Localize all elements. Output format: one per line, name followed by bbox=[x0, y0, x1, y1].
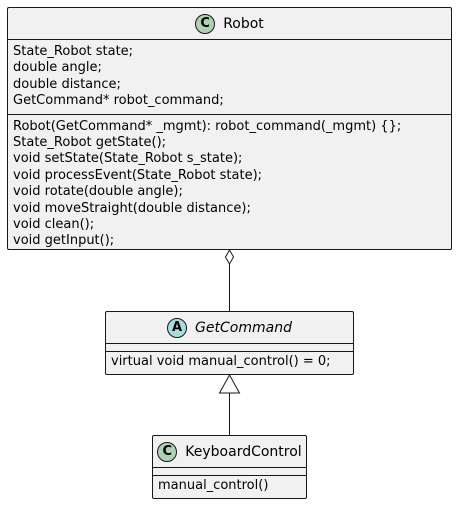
class-getcommand[interactable]: A GetCommand virtual void manual_control… bbox=[105, 311, 354, 375]
inheritance-triangle bbox=[218, 373, 241, 394]
method: void rotate(double angle); bbox=[13, 184, 183, 200]
method: void processEvent(State_Robot state); bbox=[13, 167, 263, 183]
method: void moveStraight(double distance); bbox=[13, 200, 251, 216]
method: State_Robot getState(); bbox=[13, 135, 167, 151]
abstract-stereotype-icon: A bbox=[167, 317, 188, 338]
method: void getInput(); bbox=[13, 233, 115, 249]
class-keyboardcontrol-methods: manual_control() bbox=[153, 475, 306, 497]
attribute: GetCommand* robot_command; bbox=[13, 93, 224, 109]
method: manual_control() bbox=[158, 478, 269, 493]
class-getcommand-attributes bbox=[106, 343, 353, 351]
class-robot-header: C Robot bbox=[8, 8, 451, 39]
class-keyboardcontrol-attributes bbox=[153, 467, 306, 475]
attribute: double distance; bbox=[13, 76, 121, 92]
class-robot-attributes: State_Robot state; double angle; double … bbox=[8, 39, 451, 114]
class-robot[interactable]: C Robot State_Robot state; double angle;… bbox=[7, 7, 452, 250]
attribute: State_Robot state; bbox=[13, 44, 134, 59]
method: void clean(); bbox=[13, 217, 95, 233]
class-getcommand-header: A GetCommand bbox=[106, 312, 353, 343]
class-getcommand-name: GetCommand bbox=[195, 319, 292, 336]
class-keyboardcontrol[interactable]: C KeyboardControl manual_control() bbox=[152, 435, 307, 499]
attribute: double angle; bbox=[13, 60, 102, 76]
method: void setState(State_Robot s_state); bbox=[13, 151, 243, 167]
class-getcommand-methods: virtual void manual_control() = 0; bbox=[106, 351, 353, 373]
class-robot-methods: Robot(GetCommand* _mgmt): robot_command(… bbox=[8, 113, 451, 253]
class-robot-name: Robot bbox=[223, 15, 264, 32]
class-stereotype-icon: C bbox=[195, 13, 216, 34]
aggregation-diamond bbox=[224, 248, 235, 266]
method: virtual void manual_control() = 0; bbox=[111, 354, 331, 369]
method: Robot(GetCommand* _mgmt): robot_command(… bbox=[13, 118, 402, 134]
class-keyboardcontrol-name: KeyboardControl bbox=[185, 443, 302, 460]
class-stereotype-icon: C bbox=[157, 441, 178, 462]
class-keyboardcontrol-header: C KeyboardControl bbox=[153, 436, 306, 467]
